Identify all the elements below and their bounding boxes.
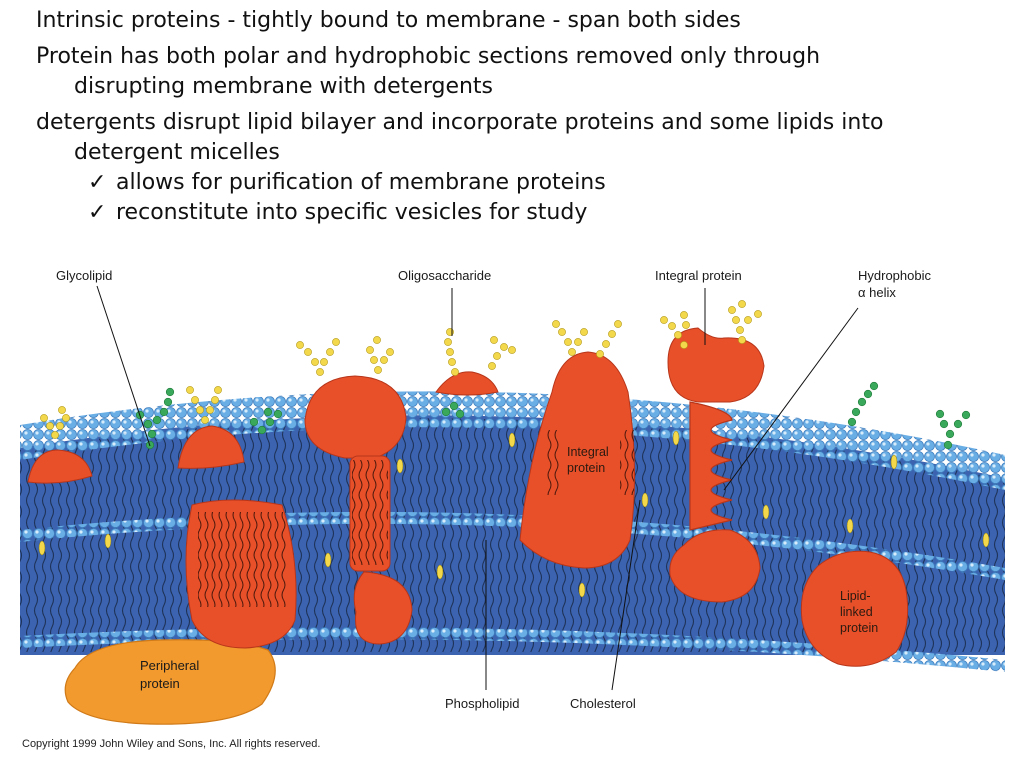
subbullet-purification-text: allows for purification of membrane prot… bbox=[116, 170, 606, 195]
dome-protein-oligo bbox=[435, 371, 499, 396]
bullet-polar-line1: Protein has both polar and hydrophobic s… bbox=[36, 44, 821, 69]
bullet-intrinsic: Intrinsic proteins - tightly bound to me… bbox=[36, 8, 741, 33]
membrane-diagram: Glycolipid Oligosaccharide Integral prot… bbox=[20, 268, 1005, 725]
integral-protein-helix bbox=[667, 327, 765, 603]
dome-protein-glycolipid bbox=[177, 425, 245, 469]
leader-lines bbox=[96, 285, 859, 691]
dome-protein-left bbox=[27, 449, 93, 484]
label-cholesterol: Cholesterol bbox=[570, 696, 636, 711]
label-integral-protein: Integral protein bbox=[655, 268, 742, 283]
subbullet-reconstitute-text: reconstitute into specific vesicles for … bbox=[116, 200, 588, 225]
bullet-polar-line2: disrupting membrane with detergents bbox=[74, 74, 494, 99]
bullet-detergents-line1: detergents disrupt lipid bilayer and inc… bbox=[36, 110, 884, 135]
checkmark-icon: ✓ bbox=[88, 200, 107, 225]
checkmark-icon: ✓ bbox=[88, 170, 107, 195]
glycoprotein-helix bbox=[304, 375, 413, 645]
label-phospholipid: Phospholipid bbox=[445, 696, 519, 711]
bullet-detergents-line2: detergent micelles bbox=[74, 140, 280, 165]
subbullet-reconstitute: ✓ reconstitute into specific vesicles for… bbox=[36, 198, 1006, 228]
integral-protein-large bbox=[519, 351, 636, 569]
label-lipid-linked-3: protein bbox=[840, 621, 878, 635]
lipid-linked-protein bbox=[800, 550, 909, 667]
membrane-front-top-heads bbox=[20, 415, 1005, 490]
label-oligosaccharide: Oligosaccharide bbox=[398, 268, 491, 283]
label-integral-inner-1: Integral bbox=[567, 445, 609, 459]
oligosaccharide-chains bbox=[40, 300, 762, 439]
label-integral-inner-2: protein bbox=[567, 461, 605, 475]
label-lipid-linked-1: Lipid- bbox=[840, 589, 871, 603]
label-hydrophobic: Hydrophobic bbox=[858, 268, 931, 283]
bullet-list: Intrinsic proteins - tightly bound to me… bbox=[36, 6, 1006, 228]
label-glycolipid: Glycolipid bbox=[56, 268, 112, 283]
label-alpha-helix: α helix bbox=[858, 285, 896, 300]
membrane-inner-heads bbox=[20, 511, 1005, 580]
transmembrane-protein-left bbox=[185, 499, 297, 649]
subbullet-purification: ✓ allows for purification of membrane pro… bbox=[36, 168, 1006, 198]
peripheral-protein bbox=[64, 639, 276, 725]
label-lipid-linked-2: linked bbox=[840, 605, 873, 619]
copyright-notice: Copyright 1999 John Wiley and Sons, Inc.… bbox=[22, 738, 321, 750]
label-peripheral-2: protein bbox=[140, 676, 180, 691]
glycolipid-chains bbox=[135, 381, 971, 450]
label-peripheral-1: Peripheral bbox=[140, 658, 199, 673]
